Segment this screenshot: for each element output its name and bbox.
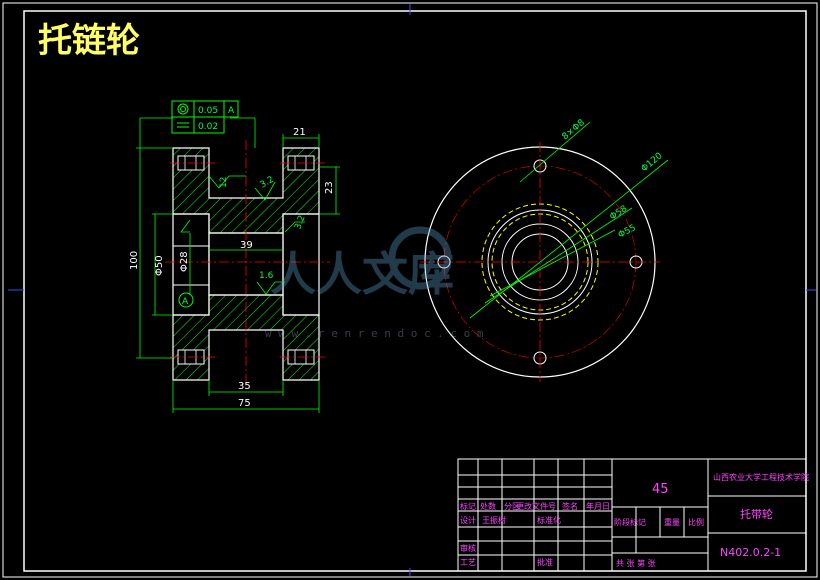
watermark-text: 人人文库 — [270, 247, 454, 301]
tb-design-2: 标准化 — [537, 515, 561, 525]
dim-35: 35 — [238, 381, 251, 392]
dim-1-6: 1.6 — [259, 271, 274, 281]
tb-stage-1: 重量 — [664, 517, 680, 527]
dim-55: Φ55 — [617, 223, 638, 241]
tb-stage-0: 阶段标记 — [614, 517, 646, 527]
tb-design-0: 设计 — [460, 515, 476, 525]
dim-50: Φ50 — [154, 255, 165, 276]
dim-75: 75 — [238, 398, 251, 409]
watermark-url: w w w . r e n r e n d o c . c o m — [265, 327, 484, 340]
tb-mark-3: 更改文件号 — [516, 501, 556, 511]
tb-mark-0: 标记 — [460, 501, 476, 511]
dim-23: 23 — [324, 181, 335, 194]
tb-mark-5: 年月日 — [586, 501, 610, 511]
datum-ref: A — [228, 106, 235, 116]
flange-holes — [177, 155, 315, 365]
parallel-value: 0.02 — [198, 122, 218, 132]
dim-39: 39 — [240, 240, 253, 251]
dim-100: 100 — [129, 251, 140, 270]
datum-a-label: A — [182, 297, 189, 307]
section-view: A — [136, 117, 340, 413]
runout-value: 0.05 — [198, 106, 218, 116]
tb-mark-2: 分区 — [504, 502, 520, 511]
tb-sheets: 共 张 第 张 — [616, 558, 656, 568]
dim-28: Φ28 — [179, 251, 190, 272]
tb-material: 45 — [652, 482, 669, 497]
watermark: 人人文库 w w w . r e n r e n d o c . c o m — [265, 226, 484, 340]
dim-holes: 8×Φ8 — [561, 118, 588, 143]
tb-code: N402.0.2-1 — [720, 546, 781, 559]
tb-approve: 批准 — [537, 557, 553, 567]
title-block — [457, 458, 807, 572]
tb-design-1: 王振树 — [482, 515, 506, 525]
tb-school: 山西农业大学工程技术学院 — [713, 472, 809, 482]
tb-mark-1: 处数 — [480, 501, 496, 511]
tb-part: 托带轮 — [740, 507, 773, 521]
dim-21: 21 — [293, 127, 306, 138]
front-view — [420, 121, 669, 382]
tb-mark-4: 签名 — [562, 501, 578, 511]
dim-12: 12 — [219, 177, 229, 188]
tb-review: 审核 — [460, 543, 476, 553]
tb-stage-2: 比例 — [688, 517, 704, 527]
dim-3-2-b: 3.2 — [293, 214, 307, 231]
drawing-title: 托链轮 — [38, 21, 140, 61]
tb-process: 工艺 — [460, 558, 476, 567]
dim-3-2: 3.2 — [259, 175, 276, 191]
dim-120: Φ120 — [640, 151, 665, 174]
tolerance-frame: 0.05 A 0.02 — [171, 100, 239, 134]
